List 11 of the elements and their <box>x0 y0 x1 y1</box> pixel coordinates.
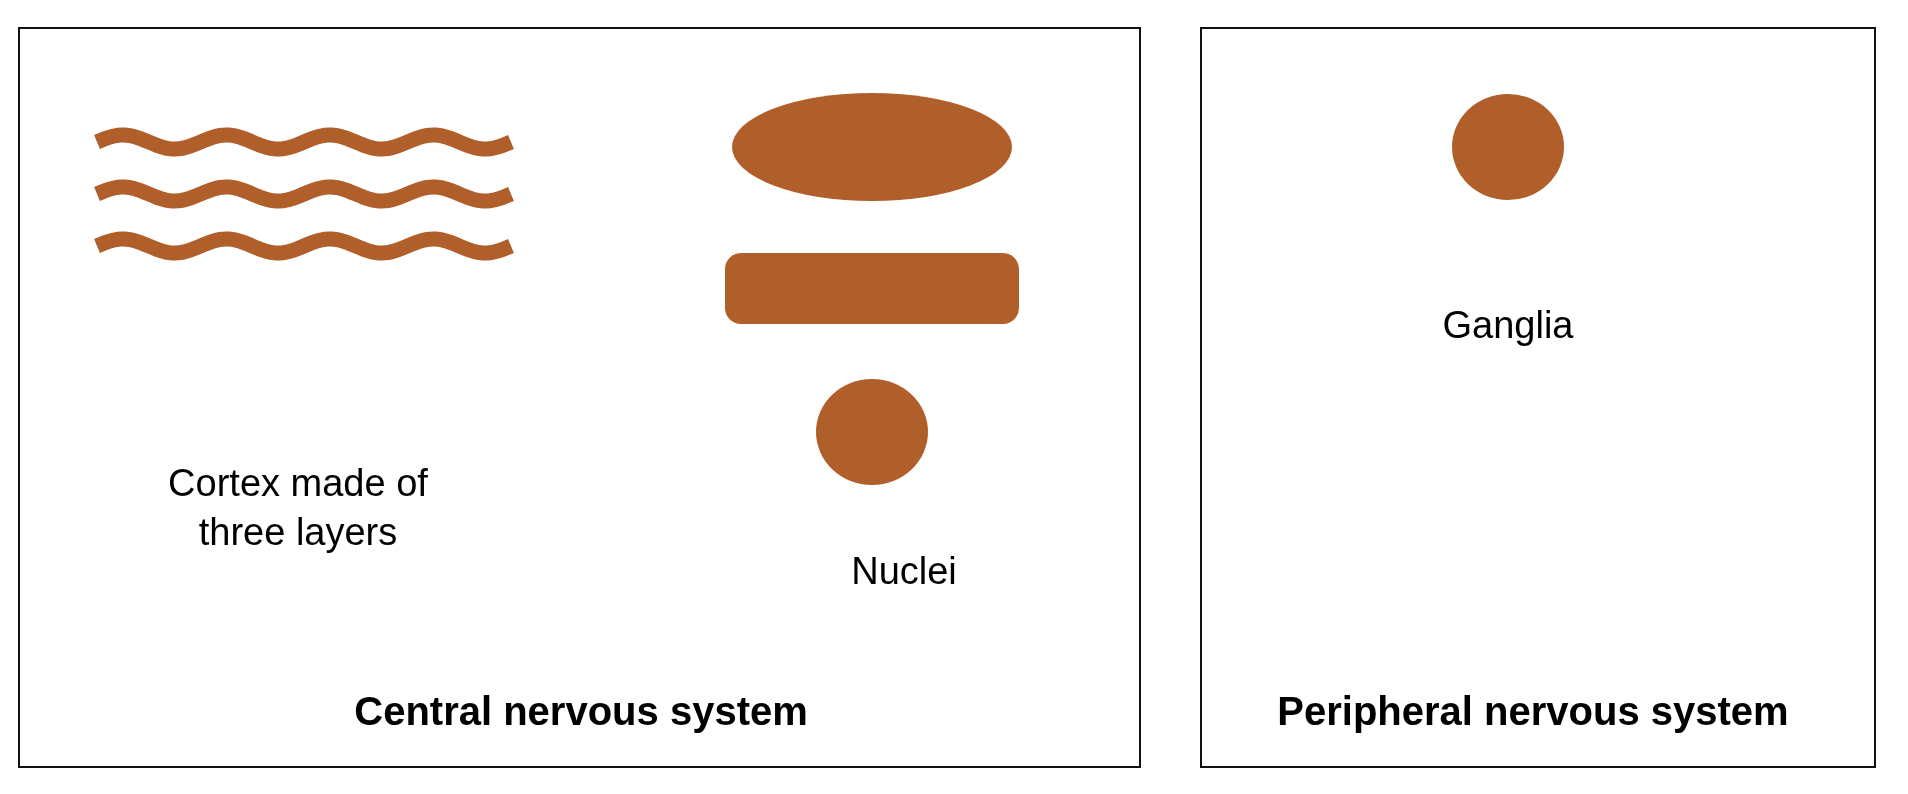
panel-heading: Peripheral nervous system <box>1277 689 1789 734</box>
ellipse-shape <box>732 93 1012 201</box>
bar-shape <box>725 253 1019 324</box>
panel-box <box>18 27 1141 768</box>
part-label: Nuclei <box>850 549 958 594</box>
circle-shape <box>1452 94 1564 200</box>
panel-heading: Central nervous system <box>354 689 808 734</box>
part-label: Cortex made of three layers <box>167 461 429 556</box>
circle-shape <box>816 379 928 485</box>
part-label: Ganglia <box>1441 303 1575 348</box>
panel-box <box>1200 27 1876 768</box>
